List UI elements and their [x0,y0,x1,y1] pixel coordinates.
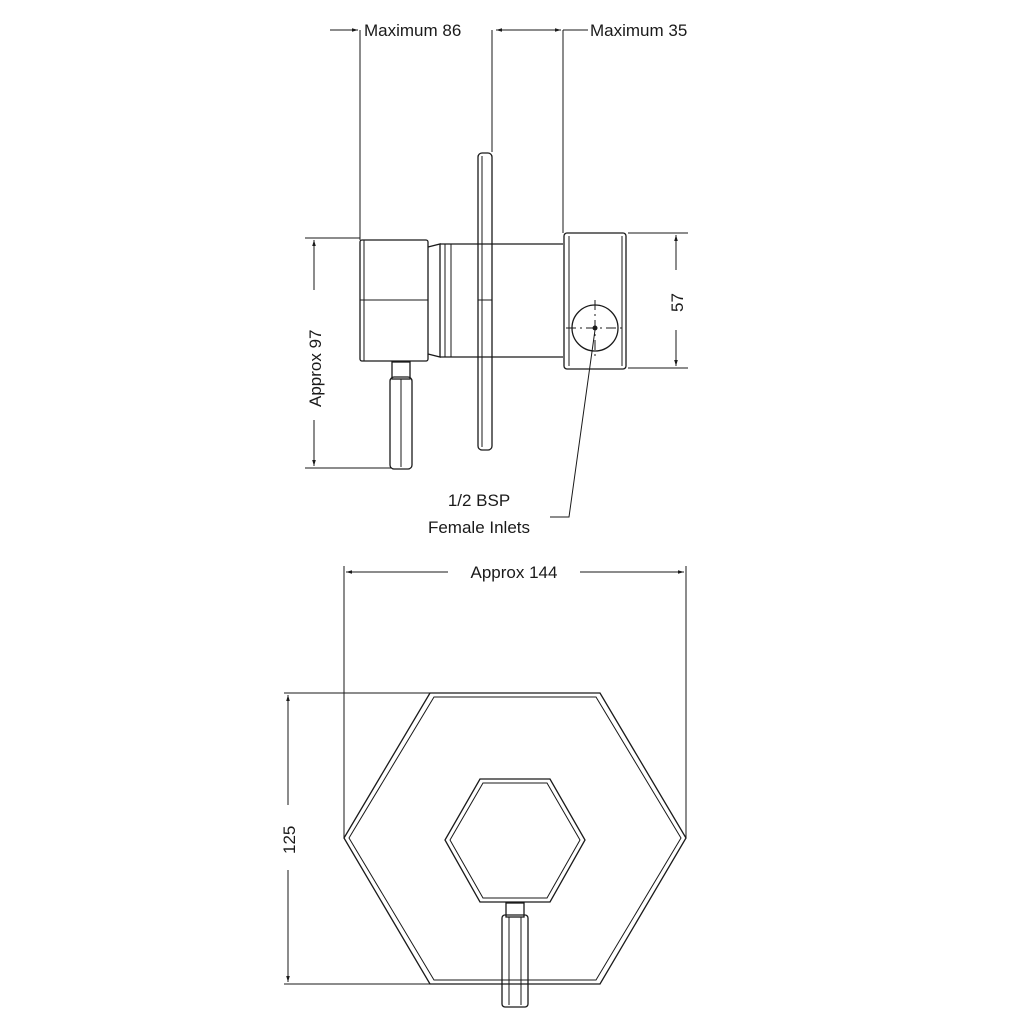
inlet-center-dot [592,325,598,331]
lever [389,376,413,470]
front-lever-stem [505,902,525,918]
dim-label-57: 57 [668,293,687,312]
inlet-leader-line [550,329,596,518]
dim-label-approx-144: Approx 144 [471,563,558,582]
outer-hexagon-inner-edge [348,696,682,981]
front-lever [501,914,529,1008]
dim-label-max-35: Maximum 35 [590,21,687,40]
outer-hexagon [343,692,687,985]
front-view: Approx 144 125 [280,563,687,1008]
callout-bsp: 1/2 BSP [448,491,510,510]
side-view: Maximum 86 Maximum 35 [305,21,688,537]
dim-label-approx-97: Approx 97 [306,330,325,408]
valve-block [563,232,627,370]
inner-hexagon [444,778,586,903]
inner-hexagon-inner-edge [449,782,581,899]
wall-plate [477,152,493,451]
collar [427,243,441,358]
dim-label-125: 125 [280,826,299,854]
dim-label-max-86: Maximum 86 [364,21,461,40]
callout-female-inlets: Female Inlets [428,518,530,537]
